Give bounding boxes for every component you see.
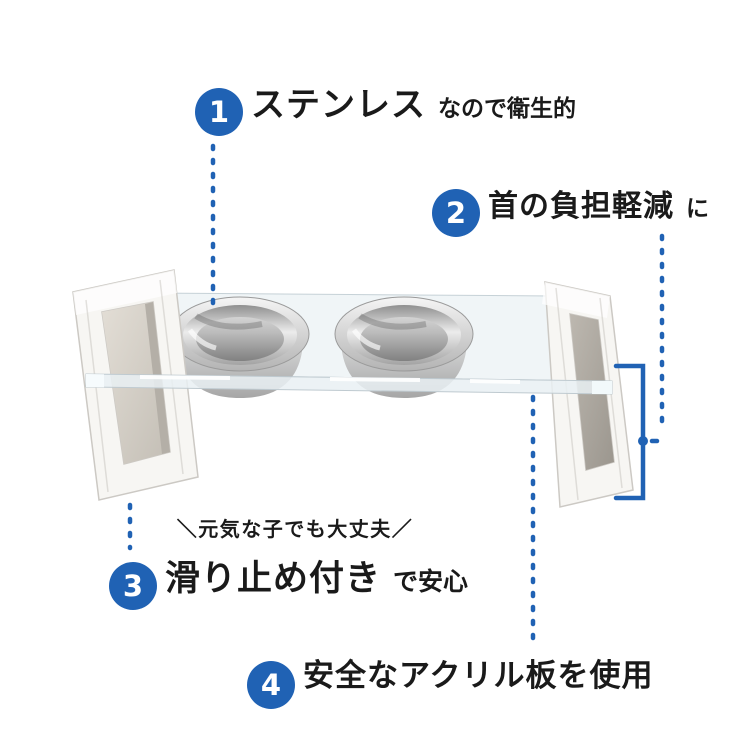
callout-2-suffix: に — [686, 196, 709, 222]
callout-stainless: 1 ステンレス なので衛生的 — [195, 88, 576, 136]
callout-3-note: ＼元気な子でも大丈夫／ — [176, 517, 414, 541]
callout-1-number-badge: 1 — [195, 88, 243, 136]
callout-4-number-badge: 4 — [247, 661, 295, 709]
callout-neck-relief: 2 首の負担軽減 に — [432, 189, 709, 237]
callout-3-number-badge: 3 — [109, 562, 157, 610]
callout-1-title: ステンレス — [251, 85, 426, 125]
callout-anti-slip: 3 滑り止め付き で安心 — [109, 562, 468, 610]
right-leg — [542, 281, 634, 508]
callout-4-title: 安全なアクリル板を使用 — [303, 658, 654, 694]
callout-2-number-badge: 2 — [432, 189, 480, 237]
callout-1-suffix: なので衛生的 — [438, 96, 576, 122]
annotations — [127, 143, 665, 649]
callout-3-suffix: で安心 — [393, 567, 469, 596]
height-bracket — [613, 363, 646, 501]
callout-3-title: 滑り止め付き — [165, 559, 382, 599]
acrylic-plate-edge — [85, 373, 613, 395]
height-bracket-midpoint — [638, 436, 648, 446]
callout-2-title: 首の負担軽減 — [488, 189, 674, 224]
callout-acrylic-board: 4 安全なアクリル板を使用 — [247, 661, 653, 709]
